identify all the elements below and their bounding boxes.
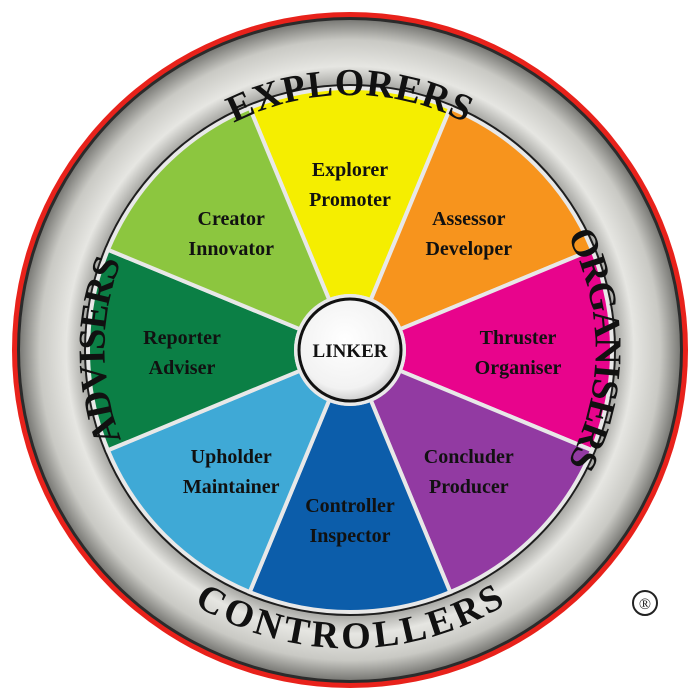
center-hub bbox=[297, 297, 403, 403]
registered-trademark-icon: ® bbox=[632, 590, 658, 616]
center-label-linker: LINKER bbox=[313, 341, 388, 362]
